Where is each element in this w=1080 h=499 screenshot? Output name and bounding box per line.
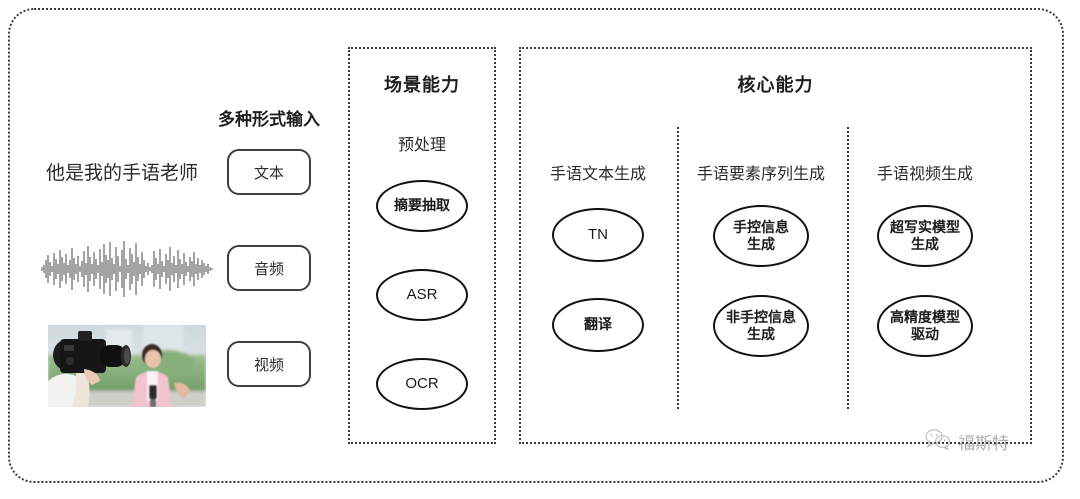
outer-dotted-frame [8,8,1064,483]
core-panel-title: 核心能力 [737,75,814,95]
wechat-icon [925,428,951,455]
modality-pill-video[interactable]: 视频 [227,341,311,387]
modality-pill-text[interactable]: 文本 [227,149,311,195]
core-column-header-text-generation: 手语文本生成 [549,166,647,183]
scene-capability-panel: 场景能力 [348,47,496,444]
scene-group-label: 预处理 [397,137,447,154]
text-sample-sentence: 他是我的手语老师 [46,163,199,184]
modality-pill-audio[interactable]: 音频 [227,245,311,291]
core-column-divider-2 [847,127,849,409]
input-section-heading: 多种形式输入 [218,110,320,129]
core-column-header-element-sequence: 手语要素序列生成 [696,166,826,183]
scene-node-asr[interactable]: ASR [376,269,468,321]
core-node-translation[interactable]: 翻译 [552,298,644,352]
core-column-header-video-generation: 手语视频生成 [876,166,974,183]
watermark: 福斯特 [925,428,1009,455]
scene-node-ocr[interactable]: OCR [376,358,468,410]
core-node-highprecision-model-drive[interactable]: 高精度模型 驱动 [877,295,973,357]
core-node-nonmanual-info-generation[interactable]: 非手控信息 生成 [713,295,809,357]
core-node-photoreal-model-generation[interactable]: 超写实模型 生成 [877,205,973,267]
core-capability-panel: 核心能力 [519,47,1032,444]
core-node-tn[interactable]: TN [552,208,644,262]
watermark-text: 福斯特 [958,434,1009,453]
scene-node-summary-extraction[interactable]: 摘要抽取 [376,180,468,232]
scene-panel-title: 场景能力 [384,75,460,95]
core-column-divider-1 [677,127,679,409]
core-node-manual-info-generation[interactable]: 手控信息 生成 [713,205,809,267]
waveform-icon [40,238,215,300]
video-thumbnail [48,325,206,407]
